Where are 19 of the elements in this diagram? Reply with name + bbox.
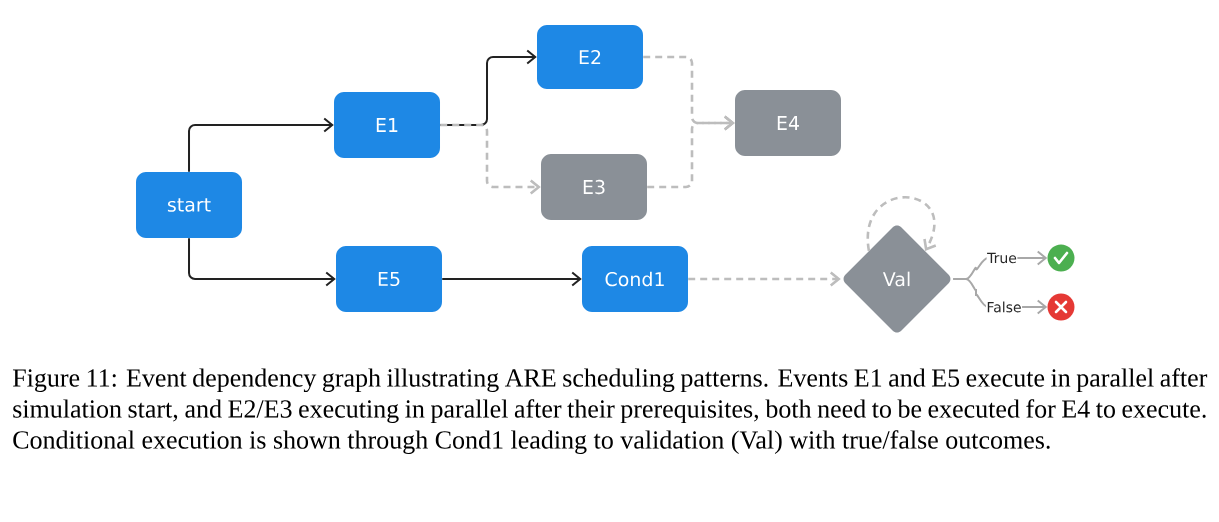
edge-label: False <box>985 301 1023 313</box>
process-box: Cond1 <box>582 246 688 312</box>
process-box: E2 <box>537 25 643 89</box>
arrow <box>688 271 841 287</box>
arrow <box>647 115 735 189</box>
check-icon <box>1047 244 1075 272</box>
process-box: E4 <box>735 90 841 156</box>
process-box: E3 <box>541 154 647 220</box>
arrow <box>441 271 582 287</box>
arrow <box>866 196 937 251</box>
cross-icon <box>1047 293 1075 321</box>
process-box: start <box>136 172 242 238</box>
arrow <box>188 237 336 287</box>
arrow <box>440 123 541 195</box>
process-box: E5 <box>336 246 442 312</box>
process-box: E1 <box>334 92 440 158</box>
edge-label: True <box>986 252 1018 264</box>
caption: Figure 11: Event dependency graph illustrating ARE scheduling patterns. Events E1 and E5 execute in parallel after simulation start, and E2/E3 executing in parallel after their prerequisites, both need to be executed for E4 to execute. Conditional execution is shown through Cond1 leading to validation (Val) with true/false outcomes. <box>12 368 1208 455</box>
arrow <box>188 117 334 173</box>
